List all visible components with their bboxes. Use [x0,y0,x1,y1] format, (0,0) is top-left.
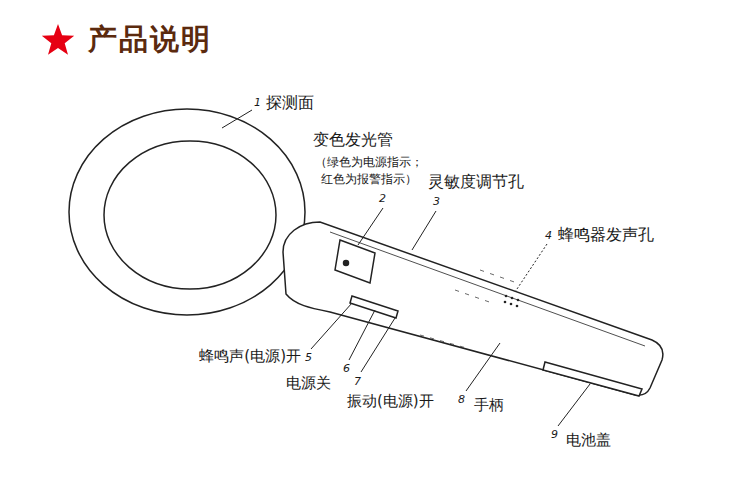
handle-ridge [330,232,645,346]
battery-cover [543,362,642,396]
leader-line [412,211,436,250]
callout-number: 1 [254,96,261,109]
detector-body [69,109,663,396]
callout-number: 3 [433,195,440,208]
switch-slot [350,296,398,318]
note-text: （绿色为电源指示； 红色为报警指示） [310,154,428,189]
speaker-holes [504,295,520,308]
leader-line [222,110,252,128]
grip-texture [420,270,514,347]
part-label: 蜂鸣器发声孔 [558,225,654,244]
leader-line [311,303,352,349]
leader-line [515,244,547,292]
part-label: 探测面 [266,93,314,112]
part-label: 手柄 [474,396,504,414]
leader-line [358,208,383,245]
handle-outline [283,222,663,395]
callout-number: 7 [354,375,361,388]
leader-line [558,384,590,426]
leader-line [466,343,500,391]
part-label: 电池盖 [566,431,611,449]
star-icon [42,24,74,55]
part-label: 蜂鸣声(电源)开 [199,347,301,365]
page-title: 产品说明 [88,20,212,60]
leader-line [349,310,375,360]
part-label: 电源关 [286,374,331,392]
leader-lines [222,110,590,426]
callout-number: 6 [343,362,350,375]
led-dot [344,261,349,266]
callout-number: 9 [551,428,558,441]
callout-number: 2 [379,192,386,205]
leader-line [361,318,395,372]
callout-number: 4 [545,229,552,242]
led-window [335,240,375,283]
ring-opening [104,141,276,289]
detection-ring [69,109,305,315]
callout-number: 5 [305,351,312,364]
part-label: 灵敏度调节孔 [428,172,524,191]
part-label: 振动(电源)开 [347,392,434,410]
part-label: 变色发光管 [313,130,393,149]
callout-number: 8 [458,393,465,406]
